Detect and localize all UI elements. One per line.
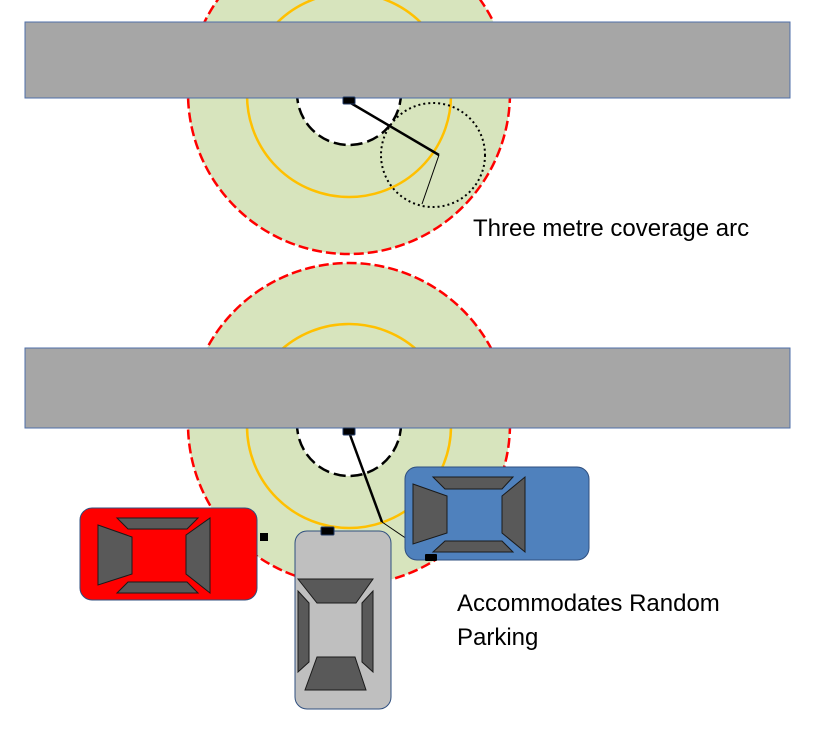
range-line [347,431,384,523]
wall [24,21,791,99]
sensor-icon [342,427,356,436]
top-coverage-diagram: Three metre coverage arc [24,0,791,256]
blue-car [404,466,590,561]
detection-circle [380,102,486,208]
sensor-icon [342,96,356,105]
red-car [79,507,268,601]
range-line [348,100,440,157]
bottom-caption-line1: Accommodates Random [457,590,720,617]
grey-car [294,526,392,710]
sensor-icon [320,526,335,536]
bottom-parking-diagram: Accommodates Random Parking [24,261,791,710]
wall [24,347,791,429]
top-caption: Three metre coverage arc [473,215,749,242]
bottom-caption-line2: Parking [457,624,538,651]
sensor-icon [260,533,268,541]
radius-line [421,154,440,205]
sensor-icon [425,554,437,561]
